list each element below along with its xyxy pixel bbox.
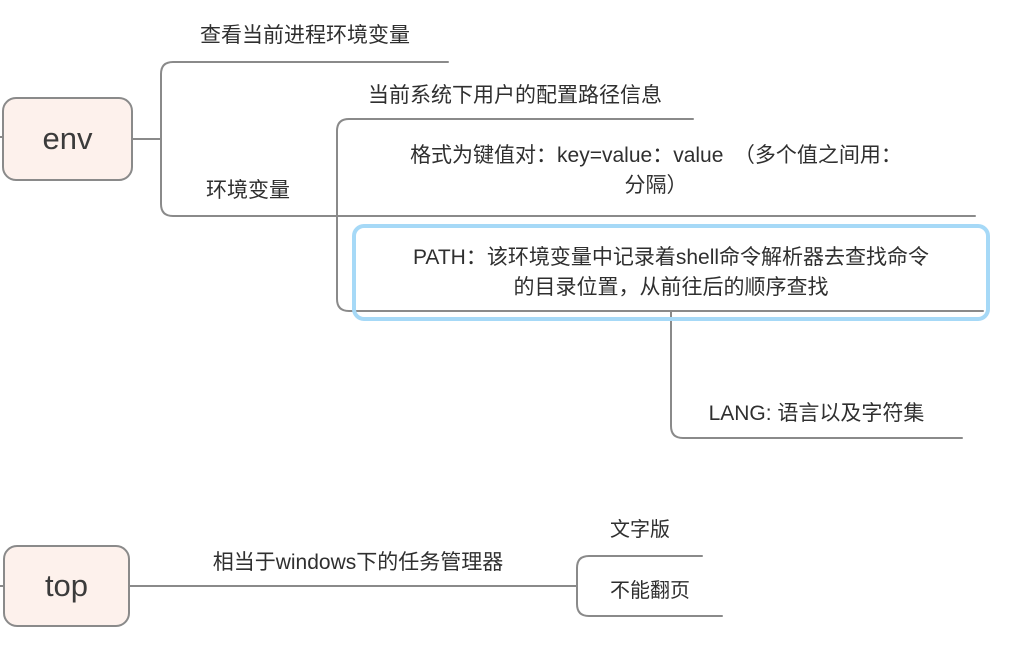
topic-key-value-format[interactable]: 格式为键值对：key=value：value （多个值之间用： 分隔） bbox=[337, 141, 975, 201]
taskmanager-children-bracket-line bbox=[576, 555, 723, 617]
topic-key-value-format-line1: 格式为键值对：key=value：value （多个值之间用： bbox=[410, 144, 902, 167]
topic-text-version[interactable]: 文字版 bbox=[610, 519, 670, 541]
topic-env[interactable]: env bbox=[2, 97, 133, 181]
topic-top[interactable]: top bbox=[3, 545, 130, 627]
topic-path-line2: 的目录位置，从前往后的顺序查找 bbox=[513, 275, 829, 299]
envvars-children-bracket-line bbox=[336, 118, 984, 312]
topic-view-env[interactable]: 查看当前进程环境变量 bbox=[200, 24, 410, 47]
topic-path-line1: PATH：该环境变量中记录着shell命令解析器去查找命令 bbox=[412, 245, 930, 269]
topic-lang[interactable]: LANG: 语言以及字符集 bbox=[708, 402, 925, 425]
topic-env-vars[interactable]: 环境变量 bbox=[206, 179, 290, 202]
path-to-lang-line bbox=[670, 310, 963, 439]
topic-no-paging[interactable]: 不能翻页 bbox=[610, 580, 690, 602]
env-children-bracket-line bbox=[160, 61, 976, 217]
topic-config-path[interactable]: 当前系统下用户的配置路径信息 bbox=[368, 84, 662, 107]
topic-task-manager[interactable]: 相当于windows下的任务管理器 bbox=[212, 551, 504, 574]
topic-path-selected[interactable]: PATH：该环境变量中记录着shell命令解析器去查找命令 的目录位置，从前往后… bbox=[352, 224, 990, 321]
topic-key-value-format-line2: 分隔） bbox=[624, 174, 688, 197]
